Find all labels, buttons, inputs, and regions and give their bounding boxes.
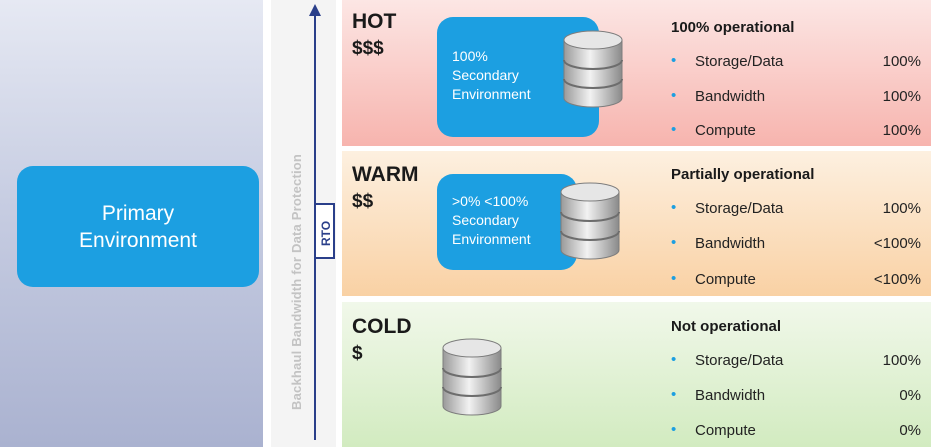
metric-value: 100% xyxy=(882,352,921,369)
bullet-icon: • xyxy=(671,199,677,216)
metric-name: Bandwidth xyxy=(695,88,766,105)
metric-row-bandwidth: • Bandwidth 0% xyxy=(671,386,921,405)
tier-status: Not operational xyxy=(671,318,782,335)
bullet-icon: • xyxy=(671,52,677,69)
metric-value: 0% xyxy=(899,422,921,439)
secondary-line3: Environment xyxy=(452,231,531,247)
metric-value: <100% xyxy=(873,235,921,252)
primary-environment-line1: Primary xyxy=(101,201,175,225)
tier-cost: $$ xyxy=(352,191,374,212)
tier-name: COLD xyxy=(352,315,412,338)
secondary-line2: Secondary xyxy=(452,212,519,228)
rto-badge: RTO xyxy=(314,203,335,259)
secondary-line1: 100% xyxy=(452,48,488,64)
tier-name: HOT xyxy=(352,10,397,33)
secondary-line3: Environment xyxy=(452,86,531,102)
metric-name: Storage/Data xyxy=(695,53,784,70)
tier-cold: COLD $ xyxy=(342,302,931,447)
bullet-icon: • xyxy=(671,351,677,368)
tier-cost: $$$ xyxy=(352,38,384,59)
rto-label: RTO xyxy=(319,220,333,246)
metric-name: Bandwidth xyxy=(695,387,766,404)
primary-environment-box: Primary Environment xyxy=(17,166,259,287)
metric-value: 100% xyxy=(882,53,921,70)
metric-name: Bandwidth xyxy=(695,235,766,252)
metric-value: 0% xyxy=(899,387,921,404)
metric-row-storage: • Storage/Data 100% xyxy=(671,199,921,218)
secondary-line1: >0% <100% xyxy=(452,193,529,209)
axis-label-text: Backhaul Bandwidth for Data Protection xyxy=(289,153,304,410)
metric-value: 100% xyxy=(882,88,921,105)
database-icon xyxy=(562,28,624,110)
metric-row-bandwidth: • Bandwidth 100% xyxy=(671,87,921,106)
tier-status: Partially operational xyxy=(671,166,815,183)
database-icon xyxy=(559,180,621,262)
tier-cost: $ xyxy=(352,343,363,364)
metric-name: Storage/Data xyxy=(695,352,784,369)
metric-name: Compute xyxy=(695,271,756,288)
tier-status: 100% operational xyxy=(671,19,795,36)
metric-value: 100% xyxy=(882,122,921,139)
metric-row-bandwidth: • Bandwidth <100% xyxy=(671,234,921,253)
metric-value: 100% xyxy=(882,200,921,217)
database-icon xyxy=(441,336,503,418)
secondary-environment-box: >0% <100% Secondary Environment xyxy=(437,174,577,270)
primary-environment-line2: Environment xyxy=(79,228,197,252)
bullet-icon: • xyxy=(671,421,677,438)
metric-name: Compute xyxy=(695,122,756,139)
bullet-icon: • xyxy=(671,121,677,138)
metric-name: Storage/Data xyxy=(695,200,784,217)
metric-row-storage: • Storage/Data 100% xyxy=(671,351,921,370)
bullet-icon: • xyxy=(671,234,677,251)
metric-row-compute: • Compute 100% xyxy=(671,121,921,140)
bullet-icon: • xyxy=(671,87,677,104)
metric-row-storage: • Storage/Data 100% xyxy=(671,52,921,71)
metric-row-compute: • Compute <100% xyxy=(671,270,921,289)
bullet-icon: • xyxy=(671,270,677,287)
secondary-line2: Secondary xyxy=(452,67,519,83)
metric-name: Compute xyxy=(695,422,756,439)
bullet-icon: • xyxy=(671,386,677,403)
metric-value: <100% xyxy=(873,271,921,288)
metric-row-compute: • Compute 0% xyxy=(671,421,921,440)
tier-name: WARM xyxy=(352,163,419,186)
